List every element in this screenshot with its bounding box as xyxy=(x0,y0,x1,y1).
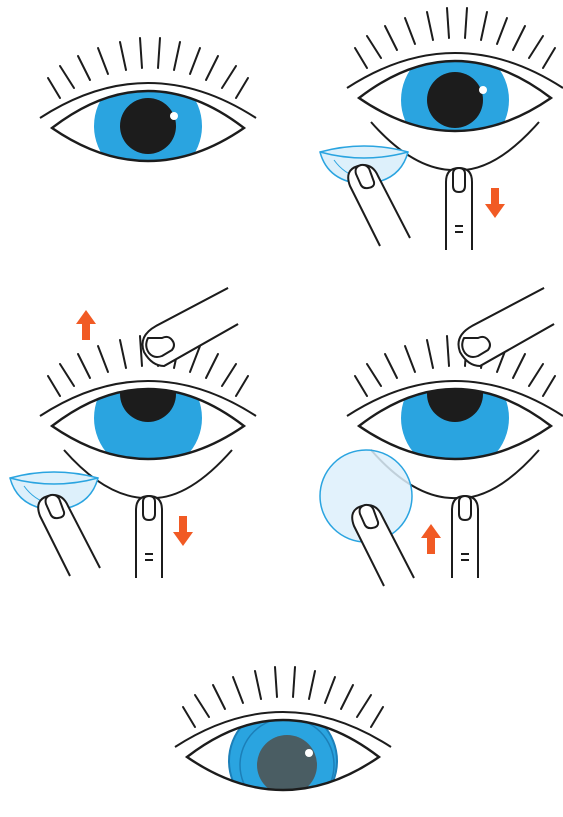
arrow-up-icon xyxy=(421,524,441,554)
arrow-down-icon xyxy=(485,188,505,218)
lower-lid-finger xyxy=(446,168,472,250)
arrow-down-icon xyxy=(173,516,193,546)
pupil xyxy=(257,735,317,795)
lower-lid-finger xyxy=(136,496,162,578)
step-eye-open xyxy=(40,38,256,206)
eyelashes xyxy=(48,38,248,98)
step-lens-in-place xyxy=(175,667,391,817)
lens-finger xyxy=(38,495,100,576)
lower-lid-finger xyxy=(452,496,478,578)
upper-lid-finger xyxy=(459,288,555,366)
pupil xyxy=(120,98,176,154)
lens-finger xyxy=(348,165,410,246)
upper-lid-finger xyxy=(143,288,239,366)
highlight xyxy=(170,112,178,120)
arrow-up-icon xyxy=(76,310,96,340)
